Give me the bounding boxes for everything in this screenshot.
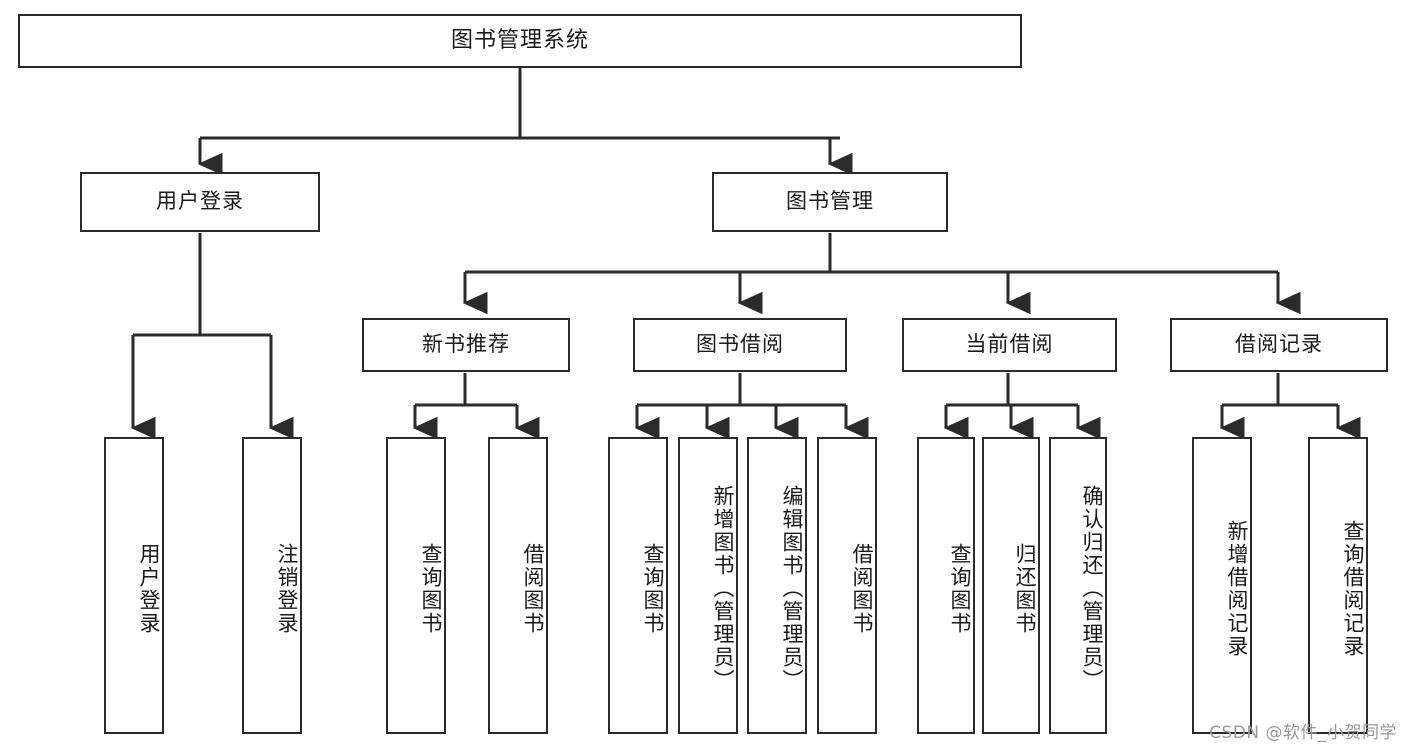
leaf-book-borrow-action[interactable]: 借阅图书 (817, 437, 877, 734)
node-label: 编辑图书（管理员） (780, 485, 804, 692)
node-user-login[interactable]: 用户登录 (80, 172, 320, 232)
node-label: 借阅记录 (1235, 332, 1323, 357)
leaf-return-book[interactable]: 归还图书 (982, 437, 1040, 734)
leaf-book-borrow-query[interactable]: 查询图书 (608, 437, 668, 734)
node-label: 借阅图书 (521, 542, 545, 635)
leaf-user-login[interactable]: 用户登录 (104, 437, 164, 734)
node-label: 图书借阅 (696, 332, 784, 357)
node-label: 新书推荐 (422, 332, 510, 357)
node-label: 当前借阅 (965, 332, 1054, 357)
leaf-user-logout[interactable]: 注销登录 (242, 437, 302, 734)
node-label: 注销登录 (275, 542, 299, 635)
node-label: 图书管理系统 (450, 27, 589, 53)
leaf-current-borrow-query[interactable]: 查询图书 (917, 437, 975, 734)
leaf-book-edit-admin[interactable]: 编辑图书（管理员） (747, 437, 807, 734)
node-label: 用户登录 (156, 189, 244, 214)
node-label: 借阅图书 (850, 542, 874, 635)
leaf-query-borrow-record[interactable]: 查询借阅记录 (1308, 437, 1368, 734)
node-borrow-record[interactable]: 借阅记录 (1170, 318, 1388, 372)
leaf-new-book-query[interactable]: 查询图书 (386, 437, 446, 734)
node-label: 查询图书 (948, 542, 972, 635)
node-label: 图书管理 (786, 189, 874, 214)
node-root-book-management-system[interactable]: 图书管理系统 (18, 14, 1022, 68)
node-label: 新增借阅记录 (1225, 519, 1249, 658)
node-label: 查询借阅记录 (1341, 519, 1365, 658)
node-label: 查询图书 (419, 542, 443, 635)
node-book-management[interactable]: 图书管理 (712, 172, 948, 232)
node-label: 新增图书（管理员） (711, 485, 735, 692)
leaf-new-book-borrow[interactable]: 借阅图书 (488, 437, 548, 734)
node-label: 归还图书 (1013, 542, 1037, 635)
leaf-confirm-return-admin[interactable]: 确认归还（管理员） (1049, 437, 1107, 734)
leaf-book-add-admin[interactable]: 新增图书（管理员） (678, 437, 738, 734)
node-new-book-recommend[interactable]: 新书推荐 (362, 318, 570, 372)
node-current-borrow[interactable]: 当前借阅 (902, 318, 1117, 372)
node-label: 用户登录 (137, 542, 161, 635)
node-label: 确认归还（管理员） (1080, 485, 1104, 692)
node-book-borrow[interactable]: 图书借阅 (633, 318, 847, 372)
node-label: 查询图书 (641, 542, 665, 635)
leaf-add-borrow-record[interactable]: 新增借阅记录 (1192, 437, 1252, 734)
